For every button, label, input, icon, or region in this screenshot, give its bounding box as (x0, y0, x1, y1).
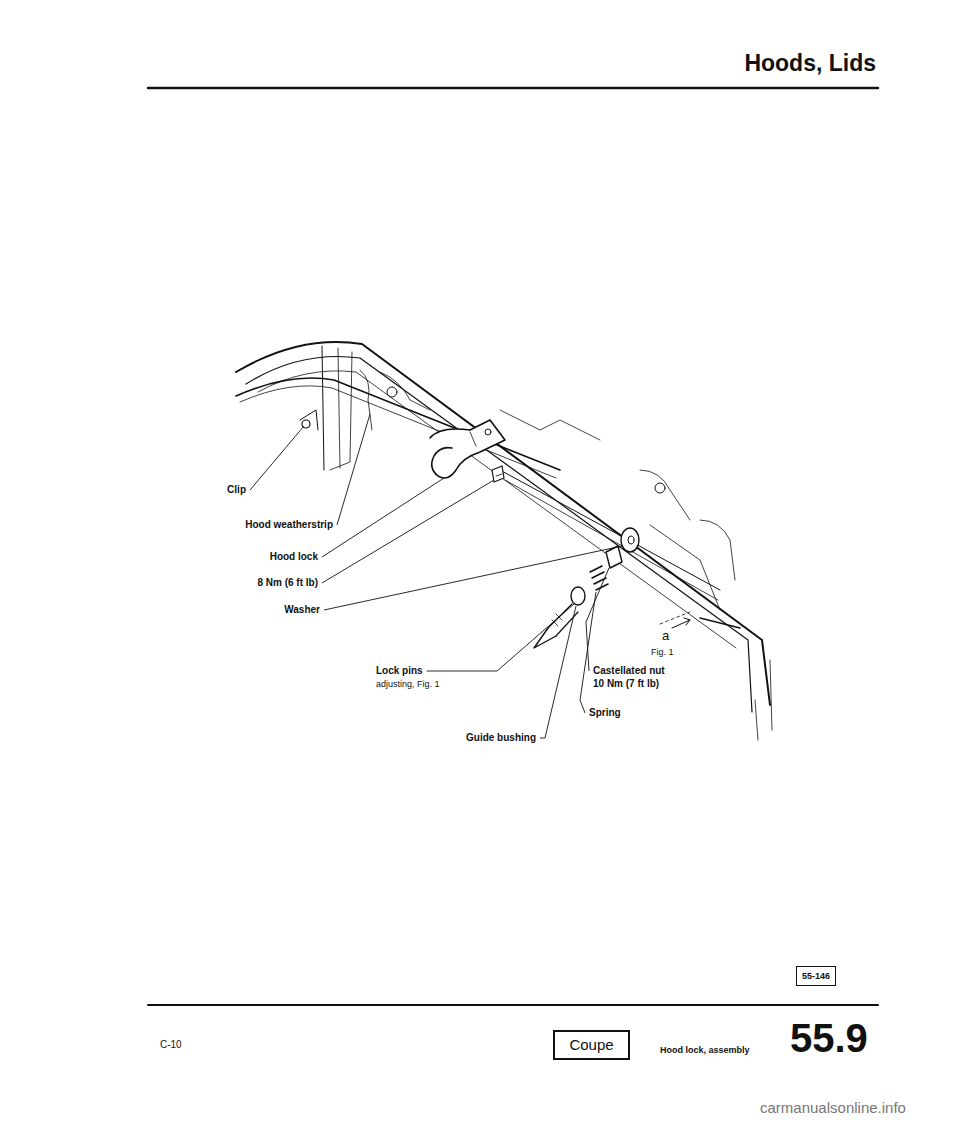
page-number: 55.9 (790, 1014, 868, 1062)
part-label: Lock pins (376, 665, 423, 677)
header-rule (148, 87, 878, 90)
torque-value: 8 Nm (6 ft lb) (257, 577, 318, 589)
lock-bolt (492, 466, 504, 482)
dimension-letter: a (662, 628, 669, 644)
part-label: Washer (284, 604, 320, 616)
watermark: carmanualsonline.info (760, 1099, 906, 1117)
torque-value: 10 Nm (7 ft lb) (593, 678, 659, 690)
part-label: Hood lock (270, 551, 318, 563)
leader-line (427, 604, 574, 671)
page-code: C-10 (160, 1039, 182, 1051)
leader-line (586, 568, 609, 671)
leader-line (337, 414, 370, 525)
figure-number-box: 55-146 (796, 966, 836, 986)
note-text: adjusting, Fig. 1 (376, 679, 440, 690)
leader-line (322, 480, 494, 583)
dimension-arrow (660, 612, 690, 628)
box-text: 55-146 (802, 971, 830, 982)
part-label: Clip (227, 484, 246, 496)
part-label: Castellated nut (593, 665, 665, 677)
leader-line (580, 592, 596, 713)
part-label: Hood weatherstrip (245, 519, 333, 531)
model-box: Coupe (553, 1030, 630, 1060)
leader-line (250, 426, 304, 490)
leader-line (540, 606, 576, 738)
part-label: Guide bushing (466, 732, 536, 744)
page-title: Hoods, Lids (744, 50, 876, 78)
hood-panel (236, 342, 772, 740)
leader-line (324, 546, 622, 610)
part-label: Spring (589, 707, 621, 719)
figure-ref: Fig. 1 (651, 647, 674, 658)
section-name: Hood lock, assembly (660, 1045, 750, 1056)
leader-line (322, 478, 444, 557)
footer-rule (148, 1004, 878, 1006)
box-text: Coupe (569, 1036, 613, 1054)
